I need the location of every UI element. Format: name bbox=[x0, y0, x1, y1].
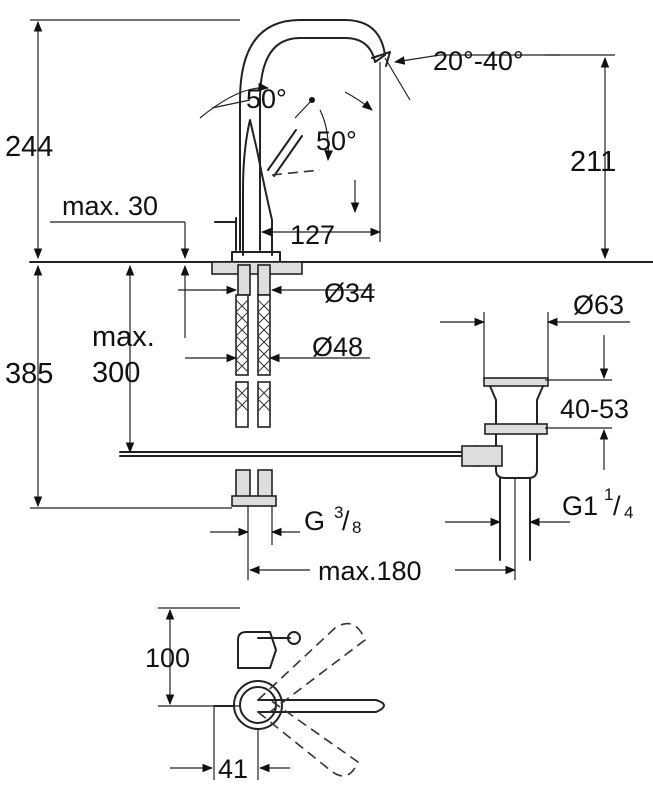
label-244: 244 bbox=[5, 131, 53, 163]
label-dia63: Ø63 bbox=[573, 290, 624, 320]
label-41: 41 bbox=[218, 754, 248, 784]
label-127: 127 bbox=[290, 220, 335, 250]
hoses bbox=[211, 261, 303, 507]
label-max180: max.180 bbox=[318, 556, 422, 586]
label-lever-angle-b: 50° bbox=[316, 126, 357, 156]
label-lever-angle-a: 50° bbox=[246, 84, 287, 114]
label-g38-slash: / bbox=[342, 506, 350, 536]
label-dia48: Ø48 bbox=[312, 332, 363, 362]
label-211: 211 bbox=[570, 146, 616, 178]
label-dia34: Ø34 bbox=[324, 278, 375, 308]
waste-fitting bbox=[461, 377, 549, 561]
label-g38-den: 8 bbox=[352, 518, 361, 537]
label-g114-slash: / bbox=[613, 491, 621, 521]
label-385: 385 bbox=[5, 358, 53, 390]
label-g114-den: 4 bbox=[624, 503, 633, 522]
dimensions bbox=[30, 19, 630, 780]
label-g38-num: 3 bbox=[334, 503, 343, 522]
label-g38: G bbox=[304, 506, 325, 536]
dimension-labels: 244 211 385 20°-40° 50° 50° max. 30 127 … bbox=[5, 46, 633, 784]
faucet-top-view bbox=[213, 622, 385, 777]
label-g114: G1 bbox=[562, 491, 598, 521]
label-100: 100 bbox=[145, 643, 190, 673]
label-g114-num: 1 bbox=[604, 485, 613, 504]
label-max300-a: max. bbox=[92, 321, 155, 353]
label-max300-b: 300 bbox=[92, 357, 140, 389]
label-swivel-angle: 20°-40° bbox=[433, 46, 524, 76]
label-40-53: 40-53 bbox=[560, 394, 629, 424]
label-max30: max. 30 bbox=[62, 191, 158, 221]
faucet-front-view bbox=[214, 19, 391, 263]
